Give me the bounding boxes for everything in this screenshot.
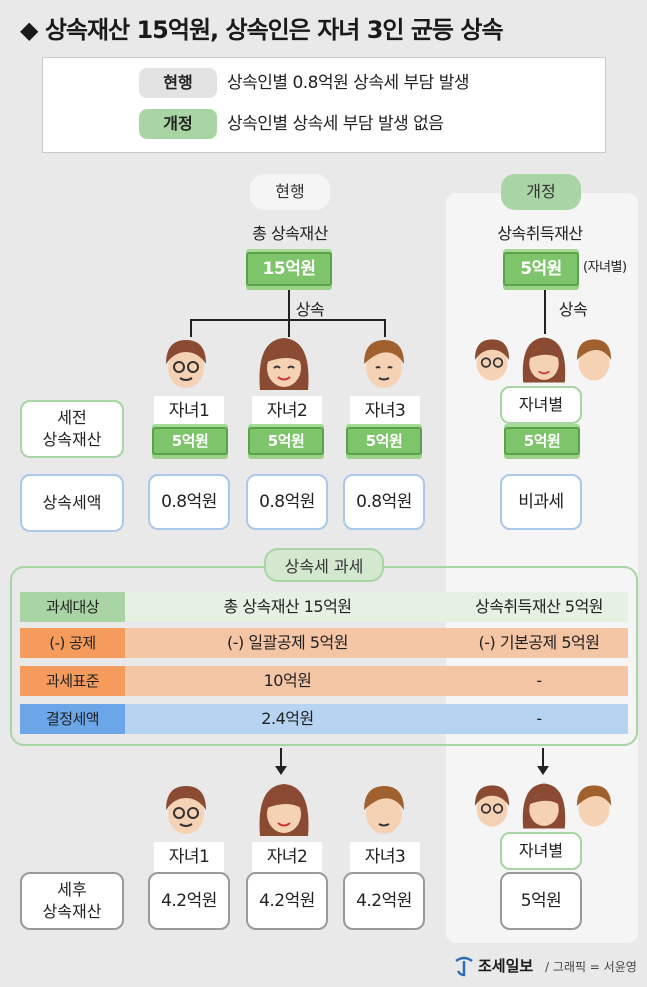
tree-drop-2 bbox=[288, 319, 290, 337]
child3-money: 5억원 bbox=[346, 427, 422, 455]
revised-inherit-label: 상속 bbox=[558, 300, 588, 319]
current-inherit-label: 상속 bbox=[295, 300, 325, 319]
after-revised-child-label: 자녀별 bbox=[500, 832, 582, 870]
tax-row-subject-revised: 상속취득재산 5억원 bbox=[474, 597, 604, 616]
tax-row-base-head: 과세표준 bbox=[20, 666, 125, 696]
current-arrow-down-icon bbox=[275, 748, 287, 775]
child2-face-icon bbox=[259, 338, 309, 390]
revised-child-money: 5억원 bbox=[504, 427, 580, 455]
graphic-credit: / 그래픽 = 서윤영 bbox=[545, 960, 637, 974]
child1-face-icon bbox=[166, 340, 206, 388]
tax-table-title: 상속세 과세 bbox=[264, 548, 384, 582]
revised-pill: 개정 bbox=[501, 174, 581, 210]
child3-label: 자녀3 bbox=[350, 396, 420, 426]
revised-child-label: 자녀별 bbox=[500, 386, 582, 424]
after-revised-child-a-face-icon bbox=[474, 785, 510, 827]
tax-row-final-revised: - bbox=[536, 709, 542, 728]
child2-tax: 0.8억원 bbox=[246, 474, 328, 530]
tax-row-base-current: 10억원 bbox=[263, 671, 312, 690]
tax-row-final-head: 결정세액 bbox=[20, 704, 125, 734]
tax-amount-label: 상속세액 bbox=[20, 474, 124, 532]
after-child3-label: 자녀3 bbox=[350, 842, 420, 872]
revised-child-c-face-icon bbox=[576, 339, 612, 381]
after-child2-label: 자녀2 bbox=[252, 842, 322, 872]
revised-trunk bbox=[544, 290, 546, 334]
brand-name: 조세일보 bbox=[478, 957, 534, 975]
child2-label: 자녀2 bbox=[252, 396, 322, 426]
total-money: 15억원 bbox=[246, 252, 332, 286]
tree-trunk bbox=[288, 290, 290, 320]
current-pill: 현행 bbox=[250, 174, 330, 210]
child1-money: 5억원 bbox=[152, 427, 228, 455]
child1-tax: 0.8억원 bbox=[148, 474, 230, 530]
tree-drop-1 bbox=[190, 319, 192, 337]
tax-row-deduction: (-) 공제 (-) 일괄공제 5억원 (-) 기본공제 5억원 bbox=[20, 628, 628, 658]
child3-face-icon bbox=[364, 340, 404, 388]
per-child-label: (자녀별) bbox=[583, 260, 627, 275]
after-child1-label: 자녀1 bbox=[154, 842, 224, 872]
revised-child-a-face-icon bbox=[474, 339, 510, 381]
tax-row-base: 과세표준 10억원 - bbox=[20, 666, 628, 696]
brand-logo-icon bbox=[455, 956, 473, 977]
tax-row-deduction-head: (-) 공제 bbox=[20, 628, 125, 658]
revised-arrow-down-icon bbox=[537, 748, 549, 775]
after-child1-amount: 4.2억원 bbox=[148, 872, 230, 930]
after-child3-amount: 4.2억원 bbox=[343, 872, 425, 930]
tax-row-final: 결정세액 2.4억원 - bbox=[20, 704, 628, 734]
after-child1-face-icon bbox=[166, 786, 206, 834]
tax-row-subject-head: 과세대상 bbox=[20, 592, 125, 622]
child1-label: 자녀1 bbox=[154, 396, 224, 426]
acq-estate-label: 상속취득재산 bbox=[497, 224, 583, 243]
after-revised-child-c-face-icon bbox=[576, 785, 612, 827]
total-estate-label: 총 상속재산 bbox=[252, 224, 328, 243]
after-child3-face-icon bbox=[364, 786, 404, 834]
legend-current-text: 상속인별 0.8억원 상속세 부담 발생 bbox=[227, 73, 469, 93]
revised-tax: 비과세 bbox=[500, 474, 582, 530]
legend-current-tag: 현행 bbox=[139, 68, 217, 98]
child2-money: 5억원 bbox=[248, 427, 324, 455]
pre-tax-estate-label: 세전 상속재산 bbox=[20, 400, 124, 458]
revised-child-b-face-icon bbox=[522, 337, 566, 383]
page-title: ◆ 상속재산 15억원, 상속인은 자녀 3인 균등 상속 bbox=[20, 16, 504, 44]
after-revised-amount: 5억원 bbox=[500, 872, 582, 930]
after-child2-face-icon bbox=[259, 784, 309, 836]
tax-row-final-current: 2.4억원 bbox=[261, 709, 314, 728]
legend-box: 현행 상속인별 0.8억원 상속세 부담 발생 개정 상속인별 상속세 부담 발… bbox=[42, 57, 606, 153]
tax-row-base-revised: - bbox=[536, 671, 542, 690]
post-tax-estate-label: 세후 상속재산 bbox=[20, 872, 124, 930]
tax-row-subject: 과세대상 총 상속재산 15억원 상속취득재산 5억원 bbox=[20, 592, 628, 622]
tax-row-deduction-revised: (-) 기본공제 5억원 bbox=[478, 633, 600, 652]
after-revised-child-b-face-icon bbox=[522, 783, 566, 829]
legend-revised-tag: 개정 bbox=[139, 109, 217, 139]
child3-tax: 0.8억원 bbox=[343, 474, 425, 530]
legend-revised-text: 상속인별 상속세 부담 발생 없음 bbox=[227, 114, 444, 134]
tax-row-subject-current: 총 상속재산 15억원 bbox=[223, 597, 352, 616]
tree-drop-3 bbox=[384, 319, 386, 337]
acq-money: 5억원 bbox=[503, 252, 579, 286]
after-child2-amount: 4.2억원 bbox=[246, 872, 328, 930]
tax-row-deduction-current: (-) 일괄공제 5억원 bbox=[227, 633, 348, 652]
